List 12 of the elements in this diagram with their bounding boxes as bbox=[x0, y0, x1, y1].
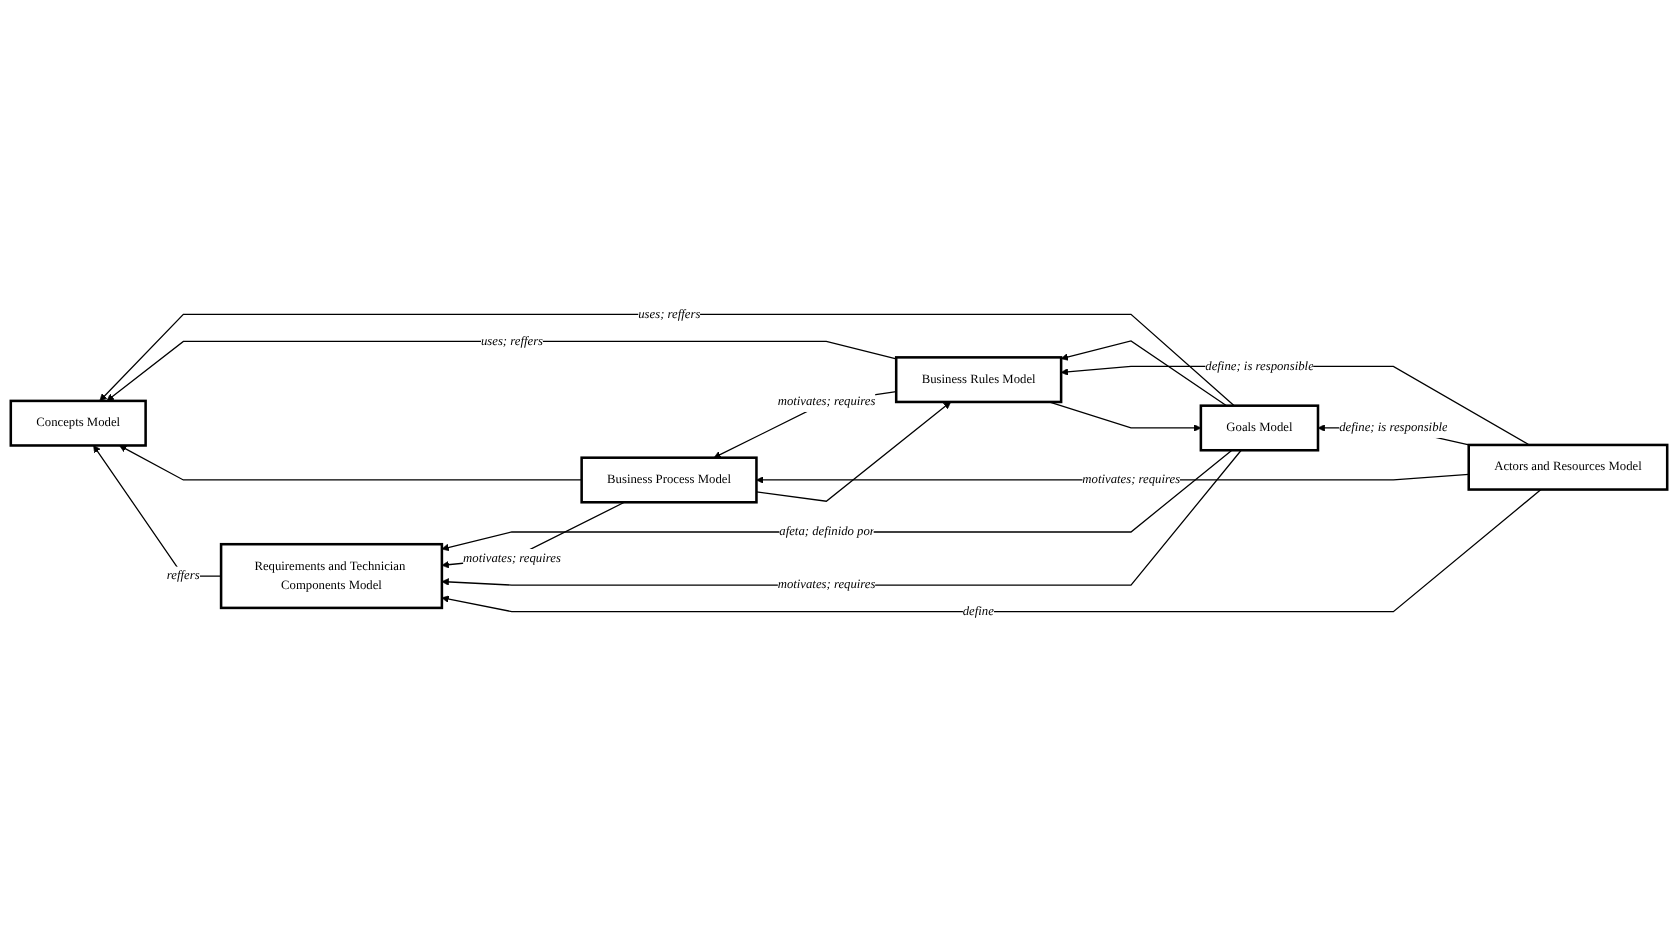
arrow bbox=[1060, 340, 1228, 407]
arrow bbox=[441, 449, 1242, 586]
arrow bbox=[441, 501, 626, 569]
arrow bbox=[755, 401, 952, 502]
arrow bbox=[441, 449, 1233, 552]
arrow bbox=[93, 445, 222, 577]
arrow bbox=[106, 340, 897, 402]
arrow bbox=[1048, 401, 1202, 432]
arrow bbox=[119, 445, 583, 481]
arrow bbox=[713, 391, 897, 459]
arrow bbox=[441, 488, 1542, 613]
arrow bbox=[99, 313, 1235, 407]
